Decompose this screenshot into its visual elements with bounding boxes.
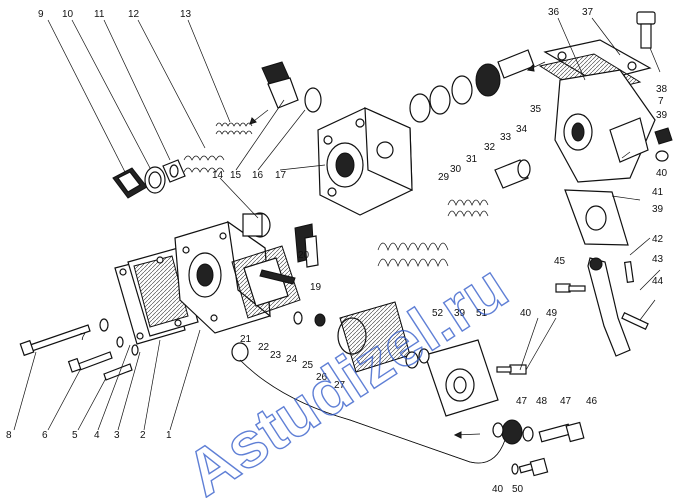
bolt-6 xyxy=(77,351,113,371)
bolts-left xyxy=(19,318,139,381)
main-body-17 xyxy=(317,107,413,216)
label-47-right: 47 xyxy=(560,396,572,407)
piston-31 xyxy=(494,159,531,189)
bolt-38 xyxy=(636,11,656,49)
label-25: 25 xyxy=(302,360,314,371)
label-39-top: 39 xyxy=(656,110,668,121)
bolt-45 xyxy=(555,283,586,293)
label-35: 35 xyxy=(530,104,542,115)
label-41: 41 xyxy=(652,187,664,198)
pin-44 xyxy=(621,311,649,331)
label-3: 3 xyxy=(114,430,120,441)
label-24: 24 xyxy=(286,354,298,365)
label-6: 6 xyxy=(42,430,48,441)
label-39-mid: 39 xyxy=(652,204,664,215)
fitting-15 xyxy=(261,61,299,109)
plug-9 xyxy=(112,167,148,199)
label-45: 45 xyxy=(554,256,566,267)
label-17: 17 xyxy=(275,170,287,181)
label-22: 22 xyxy=(258,342,270,353)
gasket-housing xyxy=(231,245,301,319)
label-21: 21 xyxy=(240,334,252,345)
label-11: 11 xyxy=(94,9,105,20)
label-49: 49 xyxy=(546,308,558,319)
label-29: 29 xyxy=(438,172,450,183)
label-46: 46 xyxy=(586,396,598,407)
label-1: 1 xyxy=(166,430,172,441)
label-16: 16 xyxy=(252,170,264,181)
bolt-46 xyxy=(538,421,585,443)
valve-body-right xyxy=(554,69,656,183)
label-7-right: 7 xyxy=(658,96,664,107)
label-44: 44 xyxy=(652,276,664,287)
label-51: 51 xyxy=(476,308,488,319)
valve-stack-32-35 xyxy=(409,49,535,123)
pin-42 xyxy=(623,261,635,283)
valve-14 xyxy=(242,212,271,238)
label-40-low: 40 xyxy=(492,484,504,495)
nut-39-top xyxy=(654,127,673,162)
label-9: 9 xyxy=(38,9,44,20)
label-32: 32 xyxy=(484,142,496,153)
label-23: 23 xyxy=(270,350,282,361)
label-40-mid: 40 xyxy=(520,308,532,319)
small-parts-19-25 xyxy=(259,223,326,327)
label-38: 38 xyxy=(656,84,668,95)
label-50: 50 xyxy=(512,484,524,495)
label-19: 19 xyxy=(310,282,322,293)
leader-lines xyxy=(13,17,661,431)
label-27: 27 xyxy=(334,380,346,391)
gasket-41 xyxy=(564,189,629,246)
label-36: 36 xyxy=(548,7,560,18)
label-14: 14 xyxy=(212,170,224,181)
label-42: 42 xyxy=(652,234,664,245)
label-30: 30 xyxy=(450,164,462,175)
flow-arrows xyxy=(249,61,631,439)
label-43: 43 xyxy=(652,254,664,265)
label-39-low: 39 xyxy=(454,308,466,319)
label-26: 26 xyxy=(316,372,328,383)
nut-11 xyxy=(162,159,186,183)
label-2: 2 xyxy=(140,430,146,441)
label-40-right: 40 xyxy=(656,168,668,179)
label-13: 13 xyxy=(180,9,192,20)
label-47-left: 47 xyxy=(516,396,528,407)
label-7-left: 7 xyxy=(80,332,86,343)
label-10: 10 xyxy=(62,9,74,20)
spring-12 xyxy=(183,155,225,173)
spring-13 xyxy=(215,122,253,135)
bolt-50 xyxy=(511,457,549,477)
spring-30 xyxy=(447,199,489,217)
label-37: 37 xyxy=(582,7,594,18)
label-12: 12 xyxy=(128,9,140,20)
label-5: 5 xyxy=(72,430,78,441)
ring-16 xyxy=(304,87,322,113)
label-34: 34 xyxy=(516,124,528,135)
label-20: 20 xyxy=(298,250,310,261)
callout-labels: 9 10 11 12 13 14 15 16 17 19 20 21 22 23… xyxy=(6,7,668,495)
washers-52-39 xyxy=(405,348,430,369)
banjo-48 xyxy=(492,419,534,445)
cover-plate-group xyxy=(114,247,199,345)
label-33: 33 xyxy=(500,132,512,143)
label-48: 48 xyxy=(536,396,548,407)
label-31: 31 xyxy=(466,154,478,165)
cover-51 xyxy=(424,339,499,417)
label-15: 15 xyxy=(230,170,242,181)
label-4: 4 xyxy=(94,430,100,441)
washer-10 xyxy=(144,166,166,194)
fuel-pipe xyxy=(231,342,506,464)
label-52: 52 xyxy=(432,308,444,319)
spring-29 xyxy=(377,242,449,268)
label-8: 8 xyxy=(6,430,12,441)
bolt-49 xyxy=(496,364,527,375)
lever-43 xyxy=(587,257,631,357)
